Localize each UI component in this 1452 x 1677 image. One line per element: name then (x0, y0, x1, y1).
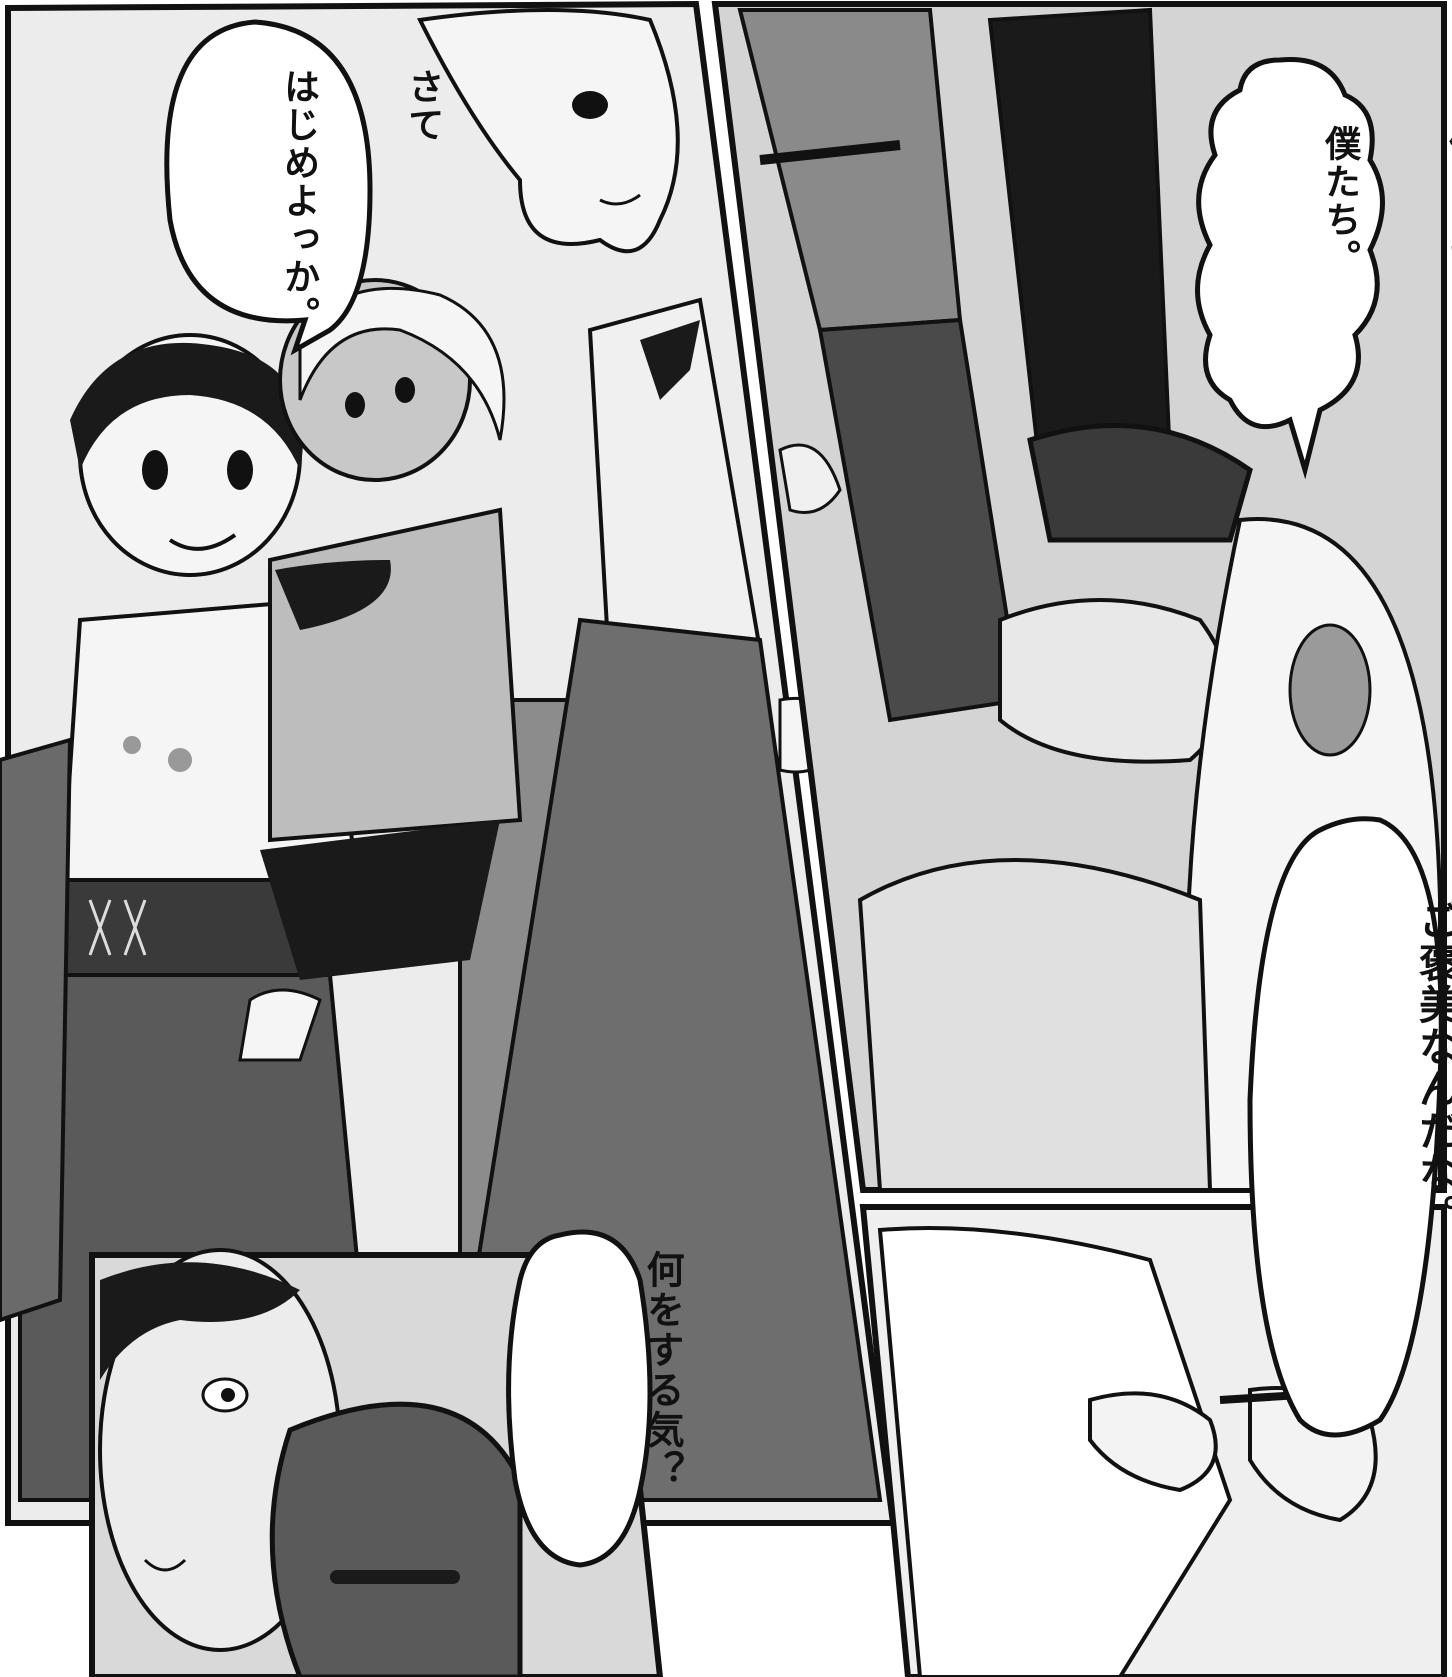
hand (998, 598, 1230, 764)
balloon-line: さて (402, 68, 444, 144)
balloon-what-doing (506, 1229, 653, 1568)
balloon-shapes (164, 19, 1444, 1568)
balloon-text-shall-we-begin: さて はじめよっか。 (195, 68, 526, 338)
balloon-reward (1247, 816, 1444, 1438)
balloon-line: はじめよっか。 (278, 68, 320, 334)
balloon-line: ご褒美なんだな。 (1412, 900, 1452, 1236)
loafer (1027, 422, 1253, 543)
character-2-torso (268, 507, 523, 843)
hand-left (1088, 1391, 1218, 1493)
balloon-text-what-doing: 何をする気？ (552, 1250, 770, 1550)
character-3-head (416, 8, 680, 254)
balloon-line: 優しいでしょ？ (1443, 125, 1452, 391)
balloon-line: 何をする気？ (640, 1250, 685, 1490)
shirt (877, 1226, 1233, 1677)
balloon-shall-we-begin (164, 19, 373, 356)
balloon-text-reward: ご褒美なんだな。 (1320, 900, 1452, 1340)
balloon-text-kind: 優しいでしょ？ 僕たち。 (1236, 125, 1452, 425)
character-2-shorts (260, 820, 500, 980)
shoe (269, 1401, 523, 1677)
panel-bottom-right (859, 1204, 1447, 1677)
balloon-line: 僕たち。 (1319, 125, 1361, 277)
balloon-kind (1195, 56, 1385, 480)
